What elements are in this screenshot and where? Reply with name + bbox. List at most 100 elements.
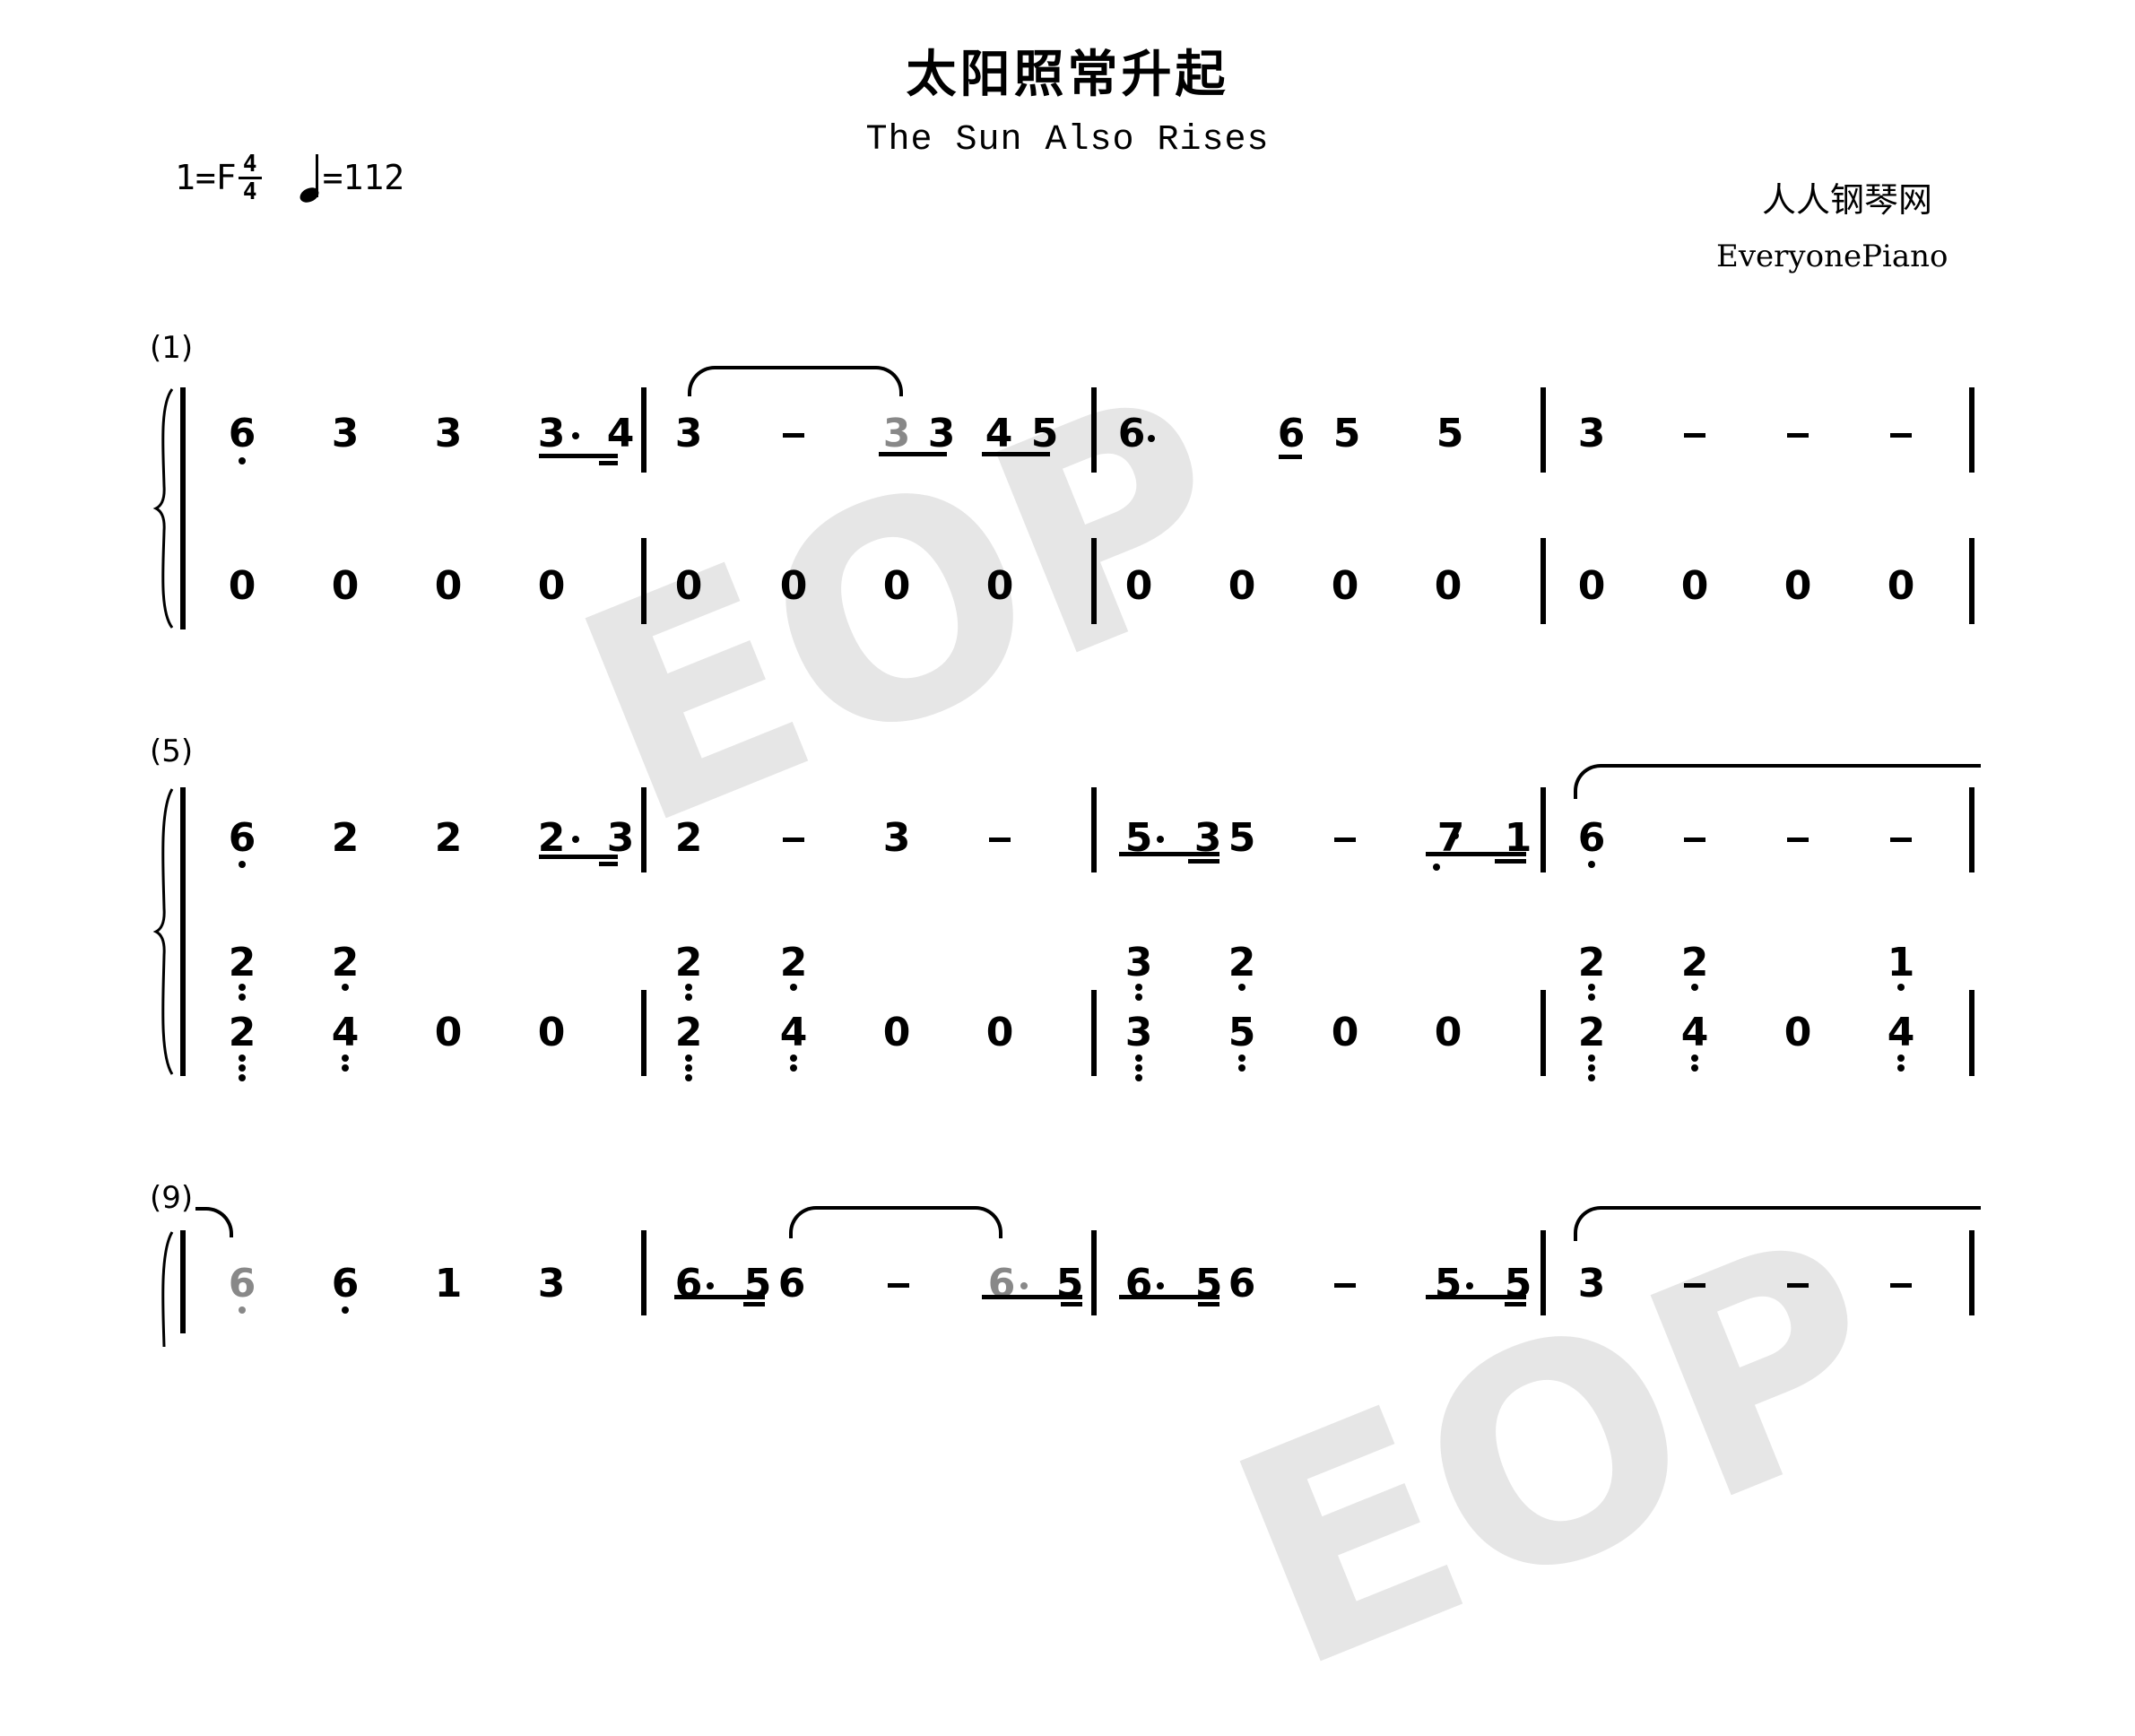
barline xyxy=(1969,387,1974,473)
song-subtitle: The Sun Also Rises xyxy=(865,120,1270,161)
fraction-bar xyxy=(238,176,262,179)
note: 3 xyxy=(537,1261,566,1306)
low-octave-dot xyxy=(685,994,692,1001)
augmentation-dot xyxy=(1157,1282,1164,1289)
underline-eighth xyxy=(539,855,618,859)
underline-eighth xyxy=(1119,1295,1219,1299)
chord-upper-note: 2 xyxy=(1680,940,1709,985)
tie xyxy=(789,1206,1002,1238)
note: 2 xyxy=(537,815,566,861)
time-numerator: 4 xyxy=(242,150,257,178)
rest: 0 xyxy=(1784,1010,1812,1055)
augmentation-dot xyxy=(1157,836,1164,843)
barline xyxy=(1969,787,1974,872)
rest: 0 xyxy=(1124,563,1153,609)
low-octave-dot xyxy=(1238,1055,1245,1062)
site-name-en: EveryonePiano xyxy=(1716,239,1948,274)
chord-lower-note: 4 xyxy=(779,1010,808,1055)
low-octave-dot xyxy=(685,1064,692,1072)
note: 1 xyxy=(434,1261,463,1306)
barline xyxy=(1091,787,1097,872)
rest: 0 xyxy=(1784,563,1812,609)
measure-number-9: (9) xyxy=(150,1180,194,1216)
note: 6 xyxy=(1577,815,1606,861)
low-octave-dot xyxy=(685,984,692,991)
barline xyxy=(641,990,647,1076)
system-barline xyxy=(180,787,186,1076)
time-signature: 4 4 xyxy=(238,150,262,205)
extension-dash xyxy=(1334,838,1356,842)
low-octave-dot xyxy=(239,994,246,1001)
chord-lower-note: 2 xyxy=(228,1010,256,1055)
rest: 0 xyxy=(779,563,808,609)
note: 1 xyxy=(1504,815,1532,861)
barline xyxy=(1540,787,1546,872)
extension-dash xyxy=(783,433,804,438)
low-octave-dot xyxy=(239,861,246,868)
underline-eighth xyxy=(879,452,947,456)
low-octave-dot xyxy=(1135,1074,1142,1081)
measure-number-5: (5) xyxy=(150,733,194,769)
low-octave-dot xyxy=(790,1055,797,1062)
low-octave-dot xyxy=(342,1064,349,1072)
note: 6 xyxy=(331,1261,360,1306)
underline-sixteenth xyxy=(1505,1302,1526,1306)
augmentation-dot xyxy=(572,836,579,843)
time-denominator: 4 xyxy=(242,178,257,205)
chord-upper-note: 2 xyxy=(674,940,703,985)
watermark-eop-2: EOP xyxy=(1193,1171,1929,1736)
low-octave-dot xyxy=(342,984,349,991)
note: 3 xyxy=(434,411,463,456)
rest: 0 xyxy=(882,563,911,609)
underline-eighth xyxy=(539,454,618,458)
note: 3 xyxy=(1193,815,1222,861)
low-octave-dot xyxy=(239,1064,246,1072)
barline xyxy=(641,1230,647,1315)
low-octave-dot xyxy=(239,457,246,464)
brace-icon xyxy=(152,788,174,1075)
extension-dash xyxy=(1684,1283,1705,1288)
note: 3 xyxy=(1577,1261,1606,1306)
rest: 0 xyxy=(537,1010,566,1055)
barline xyxy=(1540,387,1546,473)
note: 5 xyxy=(1124,815,1153,861)
low-octave-dot xyxy=(685,1074,692,1081)
low-octave-dot xyxy=(1588,1064,1595,1072)
augmentation-dot xyxy=(572,432,579,439)
underline-eighth xyxy=(1119,852,1219,856)
tie-start xyxy=(1574,1206,1981,1241)
low-octave-dot xyxy=(1433,864,1440,871)
note: 3 xyxy=(606,815,635,861)
underline-sixteenth xyxy=(1198,1302,1219,1306)
rest: 0 xyxy=(1434,1010,1462,1055)
low-octave-dot xyxy=(790,1064,797,1072)
rest: 0 xyxy=(882,1010,911,1055)
underline-sixteenth xyxy=(743,1302,765,1306)
underline-eighth xyxy=(982,1295,1082,1299)
note: 2 xyxy=(434,815,463,861)
underline-eighth xyxy=(1426,852,1526,856)
rest: 0 xyxy=(434,1010,463,1055)
barline xyxy=(1091,387,1097,473)
low-octave-dot xyxy=(1135,994,1142,1001)
low-octave-dot xyxy=(1238,1064,1245,1072)
underline-sixteenth xyxy=(1188,859,1219,864)
rest: 0 xyxy=(985,1010,1014,1055)
extension-dash xyxy=(1787,838,1809,842)
low-octave-dot xyxy=(1588,1055,1595,1062)
low-octave-dot xyxy=(1691,984,1698,991)
underline-eighth xyxy=(1426,1295,1526,1299)
note: 6 xyxy=(228,411,256,456)
note: 4 xyxy=(985,411,1013,456)
low-octave-dot xyxy=(239,1306,246,1314)
underline-sixteenth xyxy=(1061,1302,1082,1306)
chord-lower-note: 3 xyxy=(1124,1010,1153,1055)
rest: 0 xyxy=(434,563,463,609)
low-octave-dot xyxy=(790,984,797,991)
augmentation-dot xyxy=(1020,1282,1028,1289)
chord-lower-note: 4 xyxy=(1680,1010,1709,1055)
low-octave-dot xyxy=(1588,994,1595,1001)
note: 6 xyxy=(777,1261,806,1306)
chord-lower-note: 4 xyxy=(1887,1010,1915,1055)
extension-dash xyxy=(1787,433,1809,438)
